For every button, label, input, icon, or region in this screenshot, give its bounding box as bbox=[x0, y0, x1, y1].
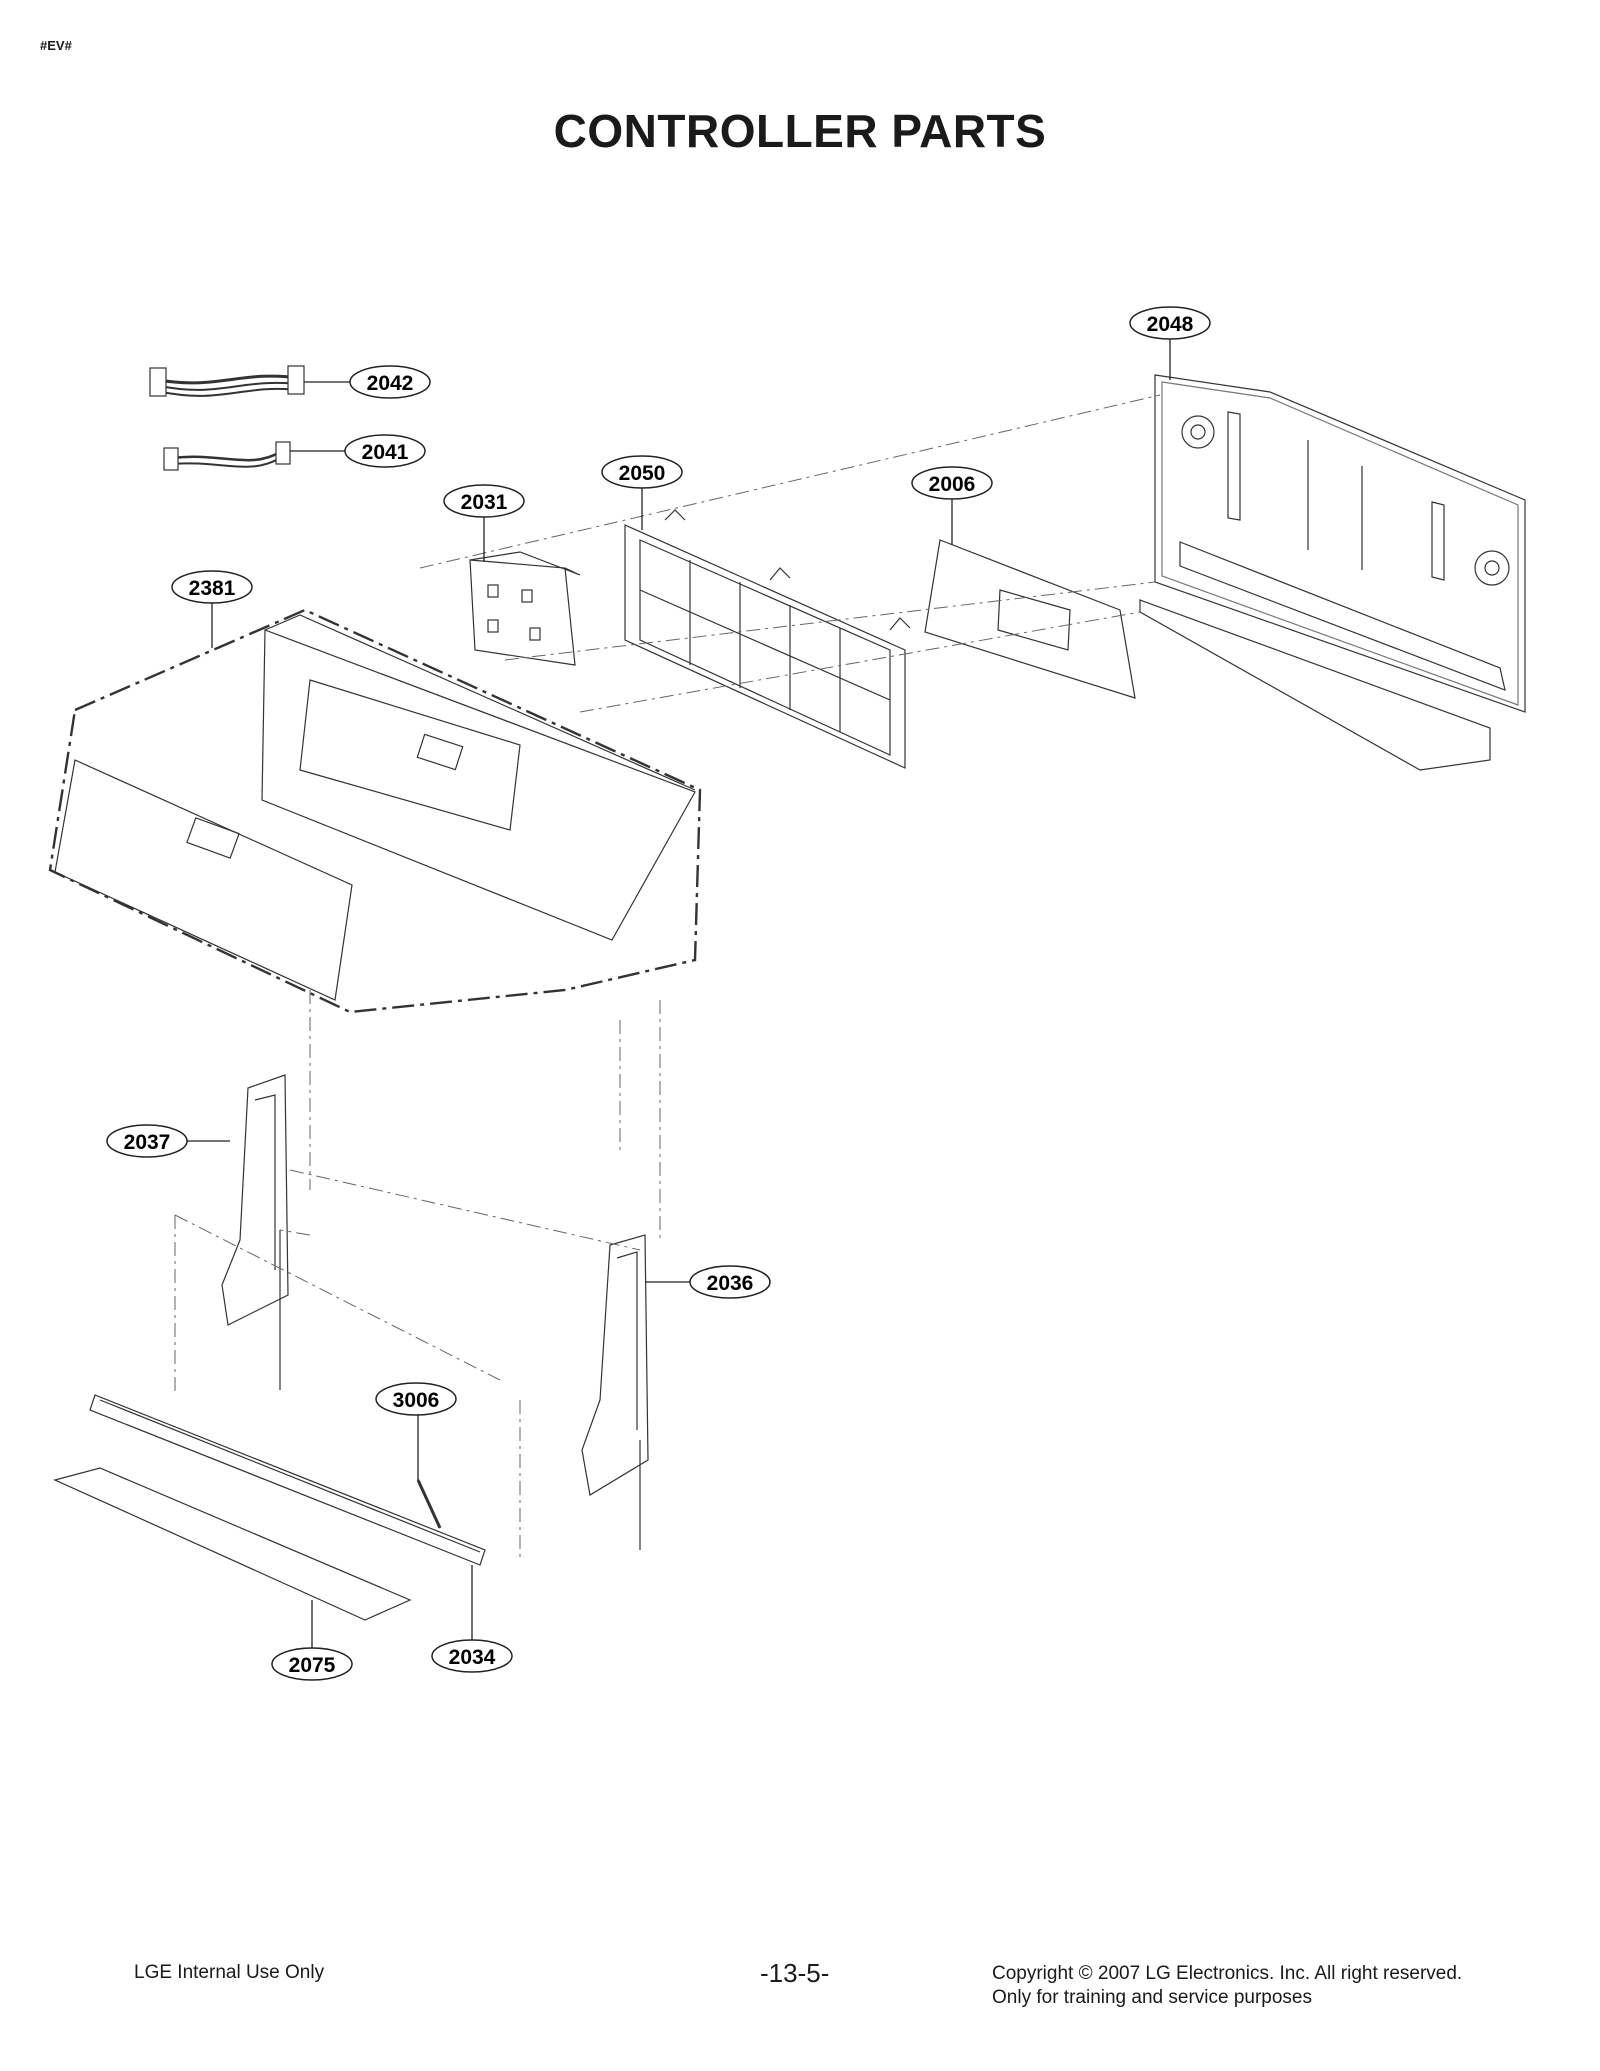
wire-harness-2041 bbox=[163, 441, 291, 471]
display-frame-2050 bbox=[624, 509, 911, 769]
copyright-line-2: Only for training and service purposes bbox=[992, 1987, 1312, 2008]
callout-2006: 2006 bbox=[911, 466, 993, 545]
wire-harness-2042 bbox=[149, 365, 305, 397]
callout-label: 2041 bbox=[362, 441, 409, 464]
assembly-guide-lines bbox=[174, 394, 1161, 1560]
control-panel-assembly-2381 bbox=[48, 608, 702, 1014]
page-title: CONTROLLER PARTS bbox=[553, 105, 1047, 157]
callout-2034: 2034 bbox=[431, 1565, 513, 1673]
callout-2041: 2041 bbox=[290, 434, 426, 468]
callout-label: 2031 bbox=[461, 491, 508, 514]
callout-label: 2036 bbox=[707, 1272, 754, 1295]
rear-bracket-part bbox=[1139, 374, 1526, 771]
display-board-2006 bbox=[924, 539, 1136, 699]
end-bracket-2036 bbox=[581, 1234, 649, 1550]
callout-label: 2034 bbox=[449, 1646, 496, 1669]
callout-2036: 2036 bbox=[645, 1265, 771, 1299]
callout-label: 2006 bbox=[929, 473, 976, 496]
callout-label: 2381 bbox=[189, 577, 236, 600]
callout-2050: 2050 bbox=[601, 455, 683, 530]
copyright-line-1: Copyright © 2007 LG Electronics. Inc. Al… bbox=[992, 1963, 1463, 1984]
callout-2042: 2042 bbox=[304, 365, 431, 399]
page-number: -13-5- bbox=[760, 1958, 830, 1988]
callout-label: 2042 bbox=[367, 372, 414, 395]
callout-label: 2048 bbox=[1147, 313, 1194, 336]
callout-2037: 2037 bbox=[106, 1124, 230, 1158]
callout-label: 2037 bbox=[124, 1131, 171, 1154]
callout-3006: 3006 bbox=[375, 1382, 457, 1480]
callout-2381: 2381 bbox=[171, 570, 253, 648]
pcb-2031 bbox=[469, 551, 581, 666]
callout-label: 2050 bbox=[619, 462, 666, 485]
spring-3006 bbox=[416, 1479, 442, 1529]
callout-2031: 2031 bbox=[443, 484, 525, 562]
cover-film-2075 bbox=[53, 1467, 412, 1621]
end-bracket-2037 bbox=[221, 1074, 289, 1390]
callout-label: 3006 bbox=[393, 1389, 440, 1412]
callout-labels: 2048 2042 2041 2050 2031 2006 bbox=[106, 306, 1211, 1681]
callout-2075: 2075 bbox=[271, 1600, 353, 1681]
footer-copyright: Copyright © 2007 LG Electronics. Inc. Al… bbox=[992, 1962, 1462, 2010]
callout-label: 2075 bbox=[289, 1654, 336, 1677]
lower-rail-2034 bbox=[89, 1394, 486, 1566]
footer-internal-use: LGE Internal Use Only bbox=[134, 1962, 325, 1983]
callout-2048: 2048 bbox=[1129, 306, 1211, 380]
document-tag: #EV# bbox=[40, 38, 72, 53]
